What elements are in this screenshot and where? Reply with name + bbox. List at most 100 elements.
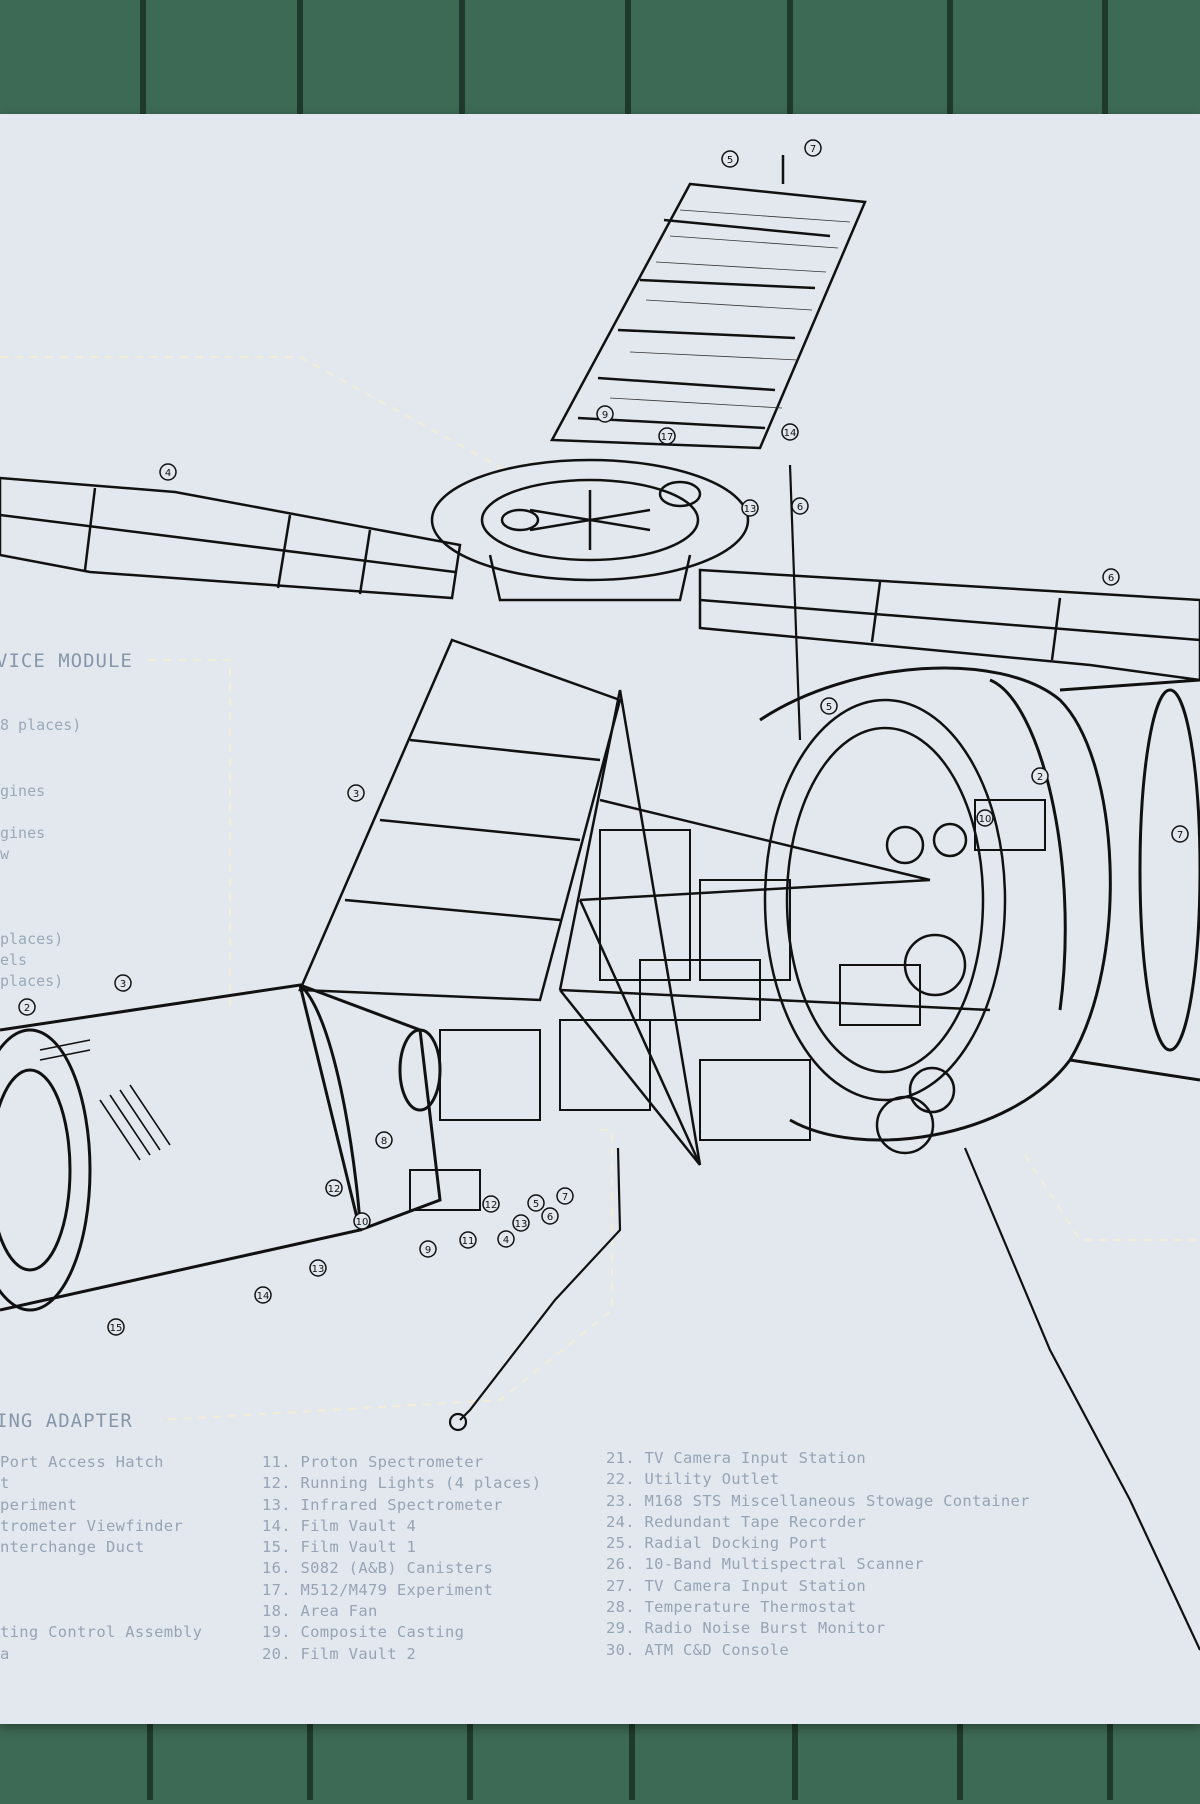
callout-marker: 15	[107, 1318, 125, 1336]
callout-label: 13	[515, 1219, 528, 1230]
legend-item: nterchange Duct	[0, 1538, 145, 1557]
callout-label: 8	[381, 1136, 387, 1147]
wall-slats-bottom	[0, 1716, 1200, 1800]
fragment-label: els	[0, 951, 28, 969]
legend-item: 13. Infrared Spectrometer	[262, 1495, 503, 1514]
workshop-cylinder	[759, 666, 1200, 1142]
callout-label: 5	[826, 702, 832, 713]
legend-item: t	[0, 1474, 10, 1493]
callout-marker: 2	[18, 998, 36, 1016]
callout-marker: 6	[541, 1207, 559, 1225]
callout-label: 7	[562, 1192, 568, 1203]
callout-marker: 4	[497, 1230, 515, 1248]
callout-marker: 2	[1031, 767, 1049, 785]
callout-label: 7	[810, 144, 816, 155]
callout-marker: 3	[114, 974, 132, 992]
left-solar-array	[0, 476, 462, 600]
wall-slats-top	[0, 0, 1200, 118]
fragment-label: places)	[0, 972, 64, 990]
legend-column-right: 21. TV Camera Input Station 22. Utility …	[606, 1448, 1030, 1661]
legend-item: 15. Film Vault 1	[262, 1538, 417, 1557]
callout-label: 12	[328, 1184, 341, 1195]
callout-label: 4	[503, 1235, 509, 1246]
callout-marker: 7	[804, 139, 822, 157]
legend-column-left: Port Access Hatch t periment trometer Vi…	[0, 1452, 202, 1665]
legend-item: ting Control Assembly	[0, 1623, 203, 1642]
callout-label: 2	[24, 1003, 30, 1014]
service-module-title: VICE MODULE	[0, 650, 133, 672]
callout-label: 15	[110, 1323, 123, 1334]
callout-label: 7	[1177, 830, 1183, 841]
callout-marker: 14	[254, 1286, 272, 1304]
callout-label: 17	[661, 432, 674, 443]
callout-marker: 13	[741, 499, 759, 517]
legend-item: 19. Composite Casting	[262, 1623, 465, 1642]
legend-item: periment	[0, 1495, 78, 1514]
legend-item: Port Access Hatch	[0, 1453, 164, 1471]
callout-label: 14	[257, 1291, 270, 1302]
callout-marker: 13	[512, 1214, 530, 1232]
legend-item: 17. M512/M479 Experiment	[262, 1580, 494, 1599]
wall-top	[0, 0, 1200, 118]
internal-equipment	[409, 799, 1046, 1211]
callout-label: 14	[784, 428, 797, 439]
legend-item: 16. S082 (A&B) Canisters	[262, 1559, 494, 1578]
legend-item: 18. Area Fan	[262, 1602, 378, 1621]
legend-item: trometer Viewfinder	[0, 1516, 184, 1535]
legend-item: 22. Utility Outlet	[606, 1470, 780, 1489]
legend-column-middle: 11. Proton Spectrometer 12. Running Ligh…	[262, 1452, 541, 1665]
docking-adapter-cylinder	[0, 983, 442, 1312]
callout-label: 6	[1108, 573, 1114, 584]
legend-item	[0, 1580, 202, 1601]
callout-marker: 8	[375, 1131, 393, 1149]
legend-item: 11. Proton Spectrometer	[262, 1453, 484, 1471]
callout-marker: 3	[347, 784, 365, 802]
legend-item: 20. Film Vault 2	[262, 1644, 417, 1663]
adapter-hatching	[39, 1039, 171, 1161]
legend-item: 28. Temperature Thermostat	[606, 1598, 857, 1617]
callout-label: 9	[602, 410, 608, 421]
wall-bottom	[0, 1716, 1200, 1800]
callout-marker: 6	[1102, 568, 1120, 586]
callout-marker: 11	[459, 1231, 477, 1249]
callout-marker: 9	[419, 1240, 437, 1258]
legend-item: 29. Radio Noise Burst Monitor	[606, 1619, 886, 1638]
callout-label: 3	[353, 789, 359, 800]
callout-label: 4	[165, 468, 171, 479]
callout-label: 3	[120, 979, 126, 990]
legend-item: 12. Running Lights (4 places)	[262, 1474, 542, 1493]
legend-item: 26. 10-Band Multispectral Scanner	[606, 1555, 924, 1574]
callout-marker: 13	[309, 1259, 327, 1277]
callout-label: 10	[979, 814, 992, 825]
callout-label: 6	[797, 502, 803, 513]
callout-marker: 5	[820, 697, 838, 715]
space-station-cutaway-diagram: 5 7 4 9 17 14	[0, 139, 1200, 1651]
fragment-label: gines	[0, 824, 46, 842]
fragment-label: w	[0, 845, 10, 863]
callout-marker: 12	[325, 1179, 343, 1197]
callout-marker: 12	[482, 1195, 500, 1213]
callout-marker: 9	[596, 405, 614, 423]
legend-item: 24. Redundant Tape Recorder	[606, 1512, 867, 1531]
callout-marker: 6	[791, 497, 809, 515]
callout-marker: 10	[976, 809, 994, 827]
fragment-label: gines	[0, 782, 46, 800]
callout-marker: 7	[1171, 825, 1189, 843]
legend-item: a	[0, 1644, 10, 1663]
callout-markers: 5 7 4 9 17 14	[18, 139, 1189, 1336]
callout-marker: 7	[556, 1187, 574, 1205]
callout-marker: 5	[721, 150, 739, 168]
lower-solar-panel	[298, 638, 622, 1002]
legend-item: 30. ATM C&D Console	[606, 1640, 790, 1659]
callout-label: 2	[1037, 772, 1043, 783]
dashed-guides	[0, 356, 1200, 1421]
callout-label: 12	[485, 1200, 498, 1211]
truss-structure	[558, 689, 991, 1166]
display-board: 5 7 4 9 17 14	[0, 114, 1200, 1724]
antenna-cables	[448, 464, 1200, 1651]
legend-item: 23. M168 STS Miscellaneous Stowage Conta…	[606, 1491, 1030, 1510]
fragment-label: places)	[0, 930, 64, 948]
callout-marker: 4	[159, 463, 177, 481]
fragment-label: 8 places)	[0, 716, 82, 734]
legend-item: 14. Film Vault 4	[262, 1516, 417, 1535]
